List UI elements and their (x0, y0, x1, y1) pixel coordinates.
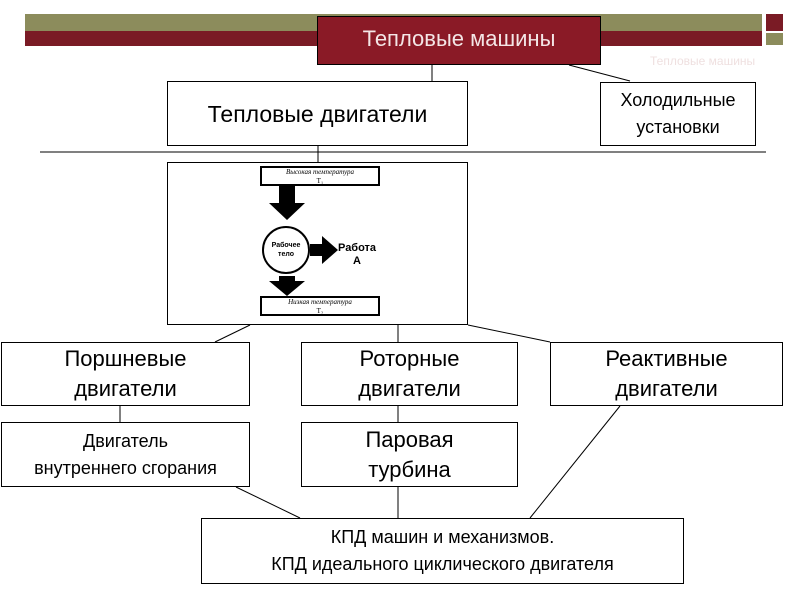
high-temperature-label: Высокая температура (285, 168, 354, 176)
heat-engines-box: Тепловые двигатели (167, 81, 468, 146)
title-box: Тепловые машины (317, 16, 601, 65)
refrigerators-line1: Холодильные (620, 90, 736, 110)
ice-line2: внутреннего сгорания (34, 457, 217, 478)
low-temperature-label: Низкая температура (288, 298, 352, 306)
jet-line1: Реактивные (605, 346, 728, 371)
work-line1: Работа (338, 242, 377, 254)
steam-turbine-box: Паровая турбина (301, 422, 518, 487)
line-ice-efficiency (235, 486, 301, 519)
refrigerators-box: Холодильные установки (600, 82, 756, 146)
piston-line2: двигатели (74, 376, 177, 401)
line-diagram-jet (467, 324, 551, 343)
jet-engines-box: Реактивные двигатели (550, 342, 783, 406)
efficiency-line1: КПД машин и механизмов. (330, 527, 555, 547)
piston-engines-box: Поршневые двигатели (1, 342, 250, 406)
header-square-red (766, 14, 783, 31)
arrow-down-bottom-icon (269, 276, 305, 296)
ice-line1: Двигатель (83, 430, 168, 451)
turbine-line1: Паровая (365, 426, 454, 452)
piston-line1: Поршневые (64, 346, 187, 371)
line-title-refrigerators (568, 64, 631, 82)
turbine-line2: турбина (368, 456, 451, 482)
high-temperature-reservoir: Высокая температура T₁ (260, 166, 380, 186)
low-temperature-reservoir: Низкая температура T₂ (260, 296, 380, 316)
rotary-line2: двигатели (358, 376, 461, 401)
header-square-olive (766, 33, 783, 45)
internal-combustion-engine-box: Двигатель внутреннего сгорания (1, 422, 250, 487)
working-body-line2: тело (278, 251, 294, 258)
efficiency-box: КПД машин и механизмов. КПД идеального ц… (201, 518, 684, 584)
t1-label: T₁ (316, 177, 324, 185)
jet-line2: двигатели (615, 376, 718, 401)
refrigerators-line2: установки (636, 117, 720, 137)
line-diagram-piston (214, 324, 251, 343)
arrow-down-top-icon (269, 186, 305, 220)
t2-label: T₂ (316, 307, 324, 315)
heat-engines-label: Тепловые двигатели (207, 100, 428, 127)
working-body-line1: Рабочее (271, 242, 301, 249)
line-jet-efficiency (529, 405, 621, 519)
efficiency-line2: КПД идеального циклического двигателя (271, 554, 614, 574)
arrow-right-work-icon (310, 236, 338, 264)
work-label: Работа A (338, 242, 376, 268)
title-text: Тепловые машины (362, 26, 556, 51)
rotary-engines-box: Роторные двигатели (301, 342, 518, 406)
work-line2: A (353, 255, 361, 267)
working-body-circle: Рабочее тело (262, 226, 310, 274)
rotary-line1: Роторные (359, 346, 460, 371)
ghost-title-text: Тепловые машины (650, 54, 756, 68)
